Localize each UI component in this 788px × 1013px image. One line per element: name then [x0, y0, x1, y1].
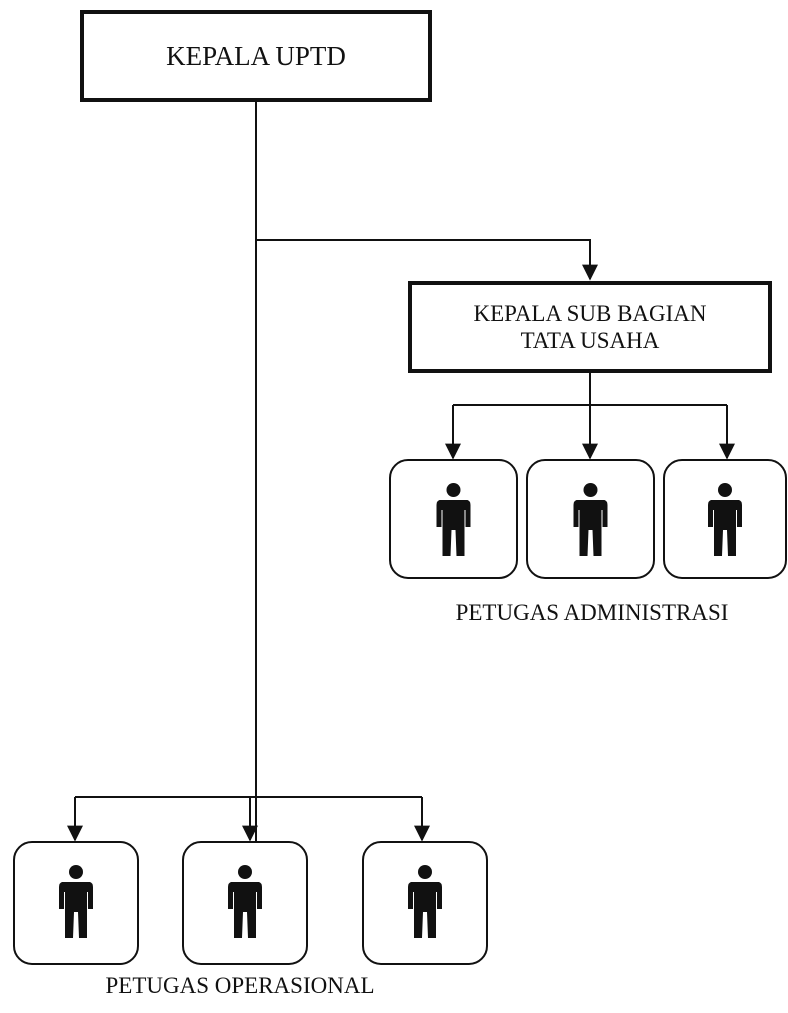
- kepala-sub-bagian-box: KEPALA SUB BAGIAN TATA USAHA: [408, 281, 772, 373]
- ops-staff-card: [362, 841, 488, 965]
- admin-group-label: PETUGAS ADMINISTRASI: [455, 600, 729, 625]
- ops-staff-card: [13, 841, 139, 965]
- person-icon: [573, 483, 608, 556]
- ops-group-label: PETUGAS OPERASIONAL: [105, 973, 375, 998]
- admin-staff-card: [663, 459, 787, 579]
- kepala-uptd-box: KEPALA UPTD: [80, 10, 432, 102]
- person-icon: [228, 865, 262, 938]
- admin-staff-card: [389, 459, 518, 579]
- person-icon: [436, 483, 471, 556]
- admin-staff-card: [526, 459, 655, 579]
- kepala-uptd-label: KEPALA UPTD: [166, 40, 346, 71]
- person-icon: [408, 865, 442, 938]
- person-icon: [708, 483, 742, 556]
- kepala-sub-bagian-line1: KEPALA SUB BAGIAN: [473, 301, 707, 326]
- kepala-sub-bagian-line2: TATA USAHA: [520, 328, 660, 353]
- ops-staff-card: [182, 841, 308, 965]
- connector-to-subbag: [256, 239, 598, 281]
- person-icon: [59, 865, 93, 938]
